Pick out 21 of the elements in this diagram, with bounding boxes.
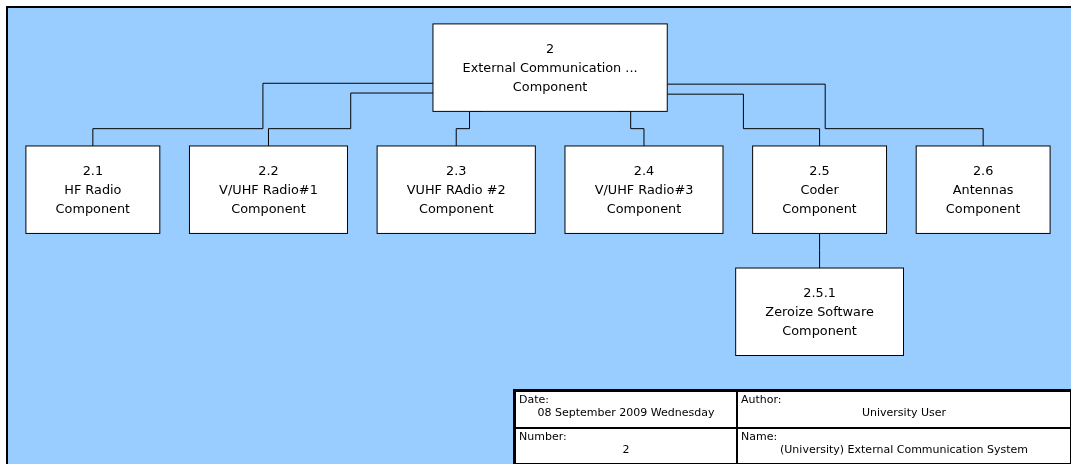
- field-label: Date:: [519, 393, 549, 406]
- field-value: 08 September 2009 Wednesday: [537, 406, 715, 419]
- node-box: 2.1 HF Radio Component: [25, 145, 161, 234]
- connector: [666, 83, 984, 147]
- connector: [92, 82, 434, 147]
- field-value: 2: [622, 442, 630, 456]
- connector: [666, 93, 821, 147]
- node-box: 2.3 VUHF RAdio #2 Component: [376, 145, 536, 234]
- node-box: 2.5.1 Zeroize Software Component: [735, 267, 904, 356]
- field-label: Number:: [519, 429, 567, 443]
- node-box: 2.4 V/UHF Radio#3 Component: [564, 145, 724, 234]
- node-box: 2.2 V/UHF Radio#1 Component: [188, 145, 348, 234]
- field-value: University User: [861, 406, 947, 419]
- node-box: 2.5 Coder Component: [752, 145, 888, 234]
- field-value: (University) External Communication System: [780, 442, 1028, 456]
- node-box: 2.6 Antennas Component: [915, 145, 1051, 234]
- field-label: Name:: [741, 429, 778, 443]
- connector: [819, 232, 821, 269]
- node-box: 2 External Communication ... Component: [432, 23, 668, 112]
- connector: [267, 92, 434, 147]
- field-label: Author:: [741, 393, 782, 406]
